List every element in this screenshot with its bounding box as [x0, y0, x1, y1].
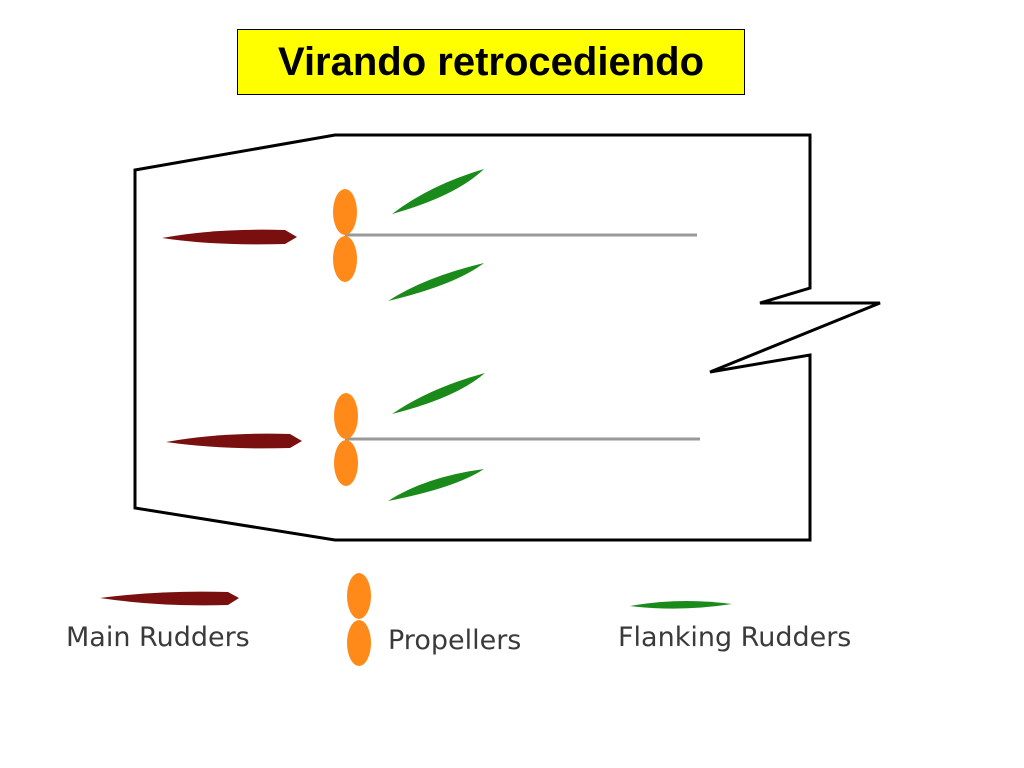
upper-main-rudder [162, 229, 297, 245]
propeller-blade [334, 440, 358, 486]
lower-propeller [334, 393, 358, 486]
legend-propellers-label: Propellers [388, 625, 522, 656]
legend-flanking-rudder-symbol [630, 600, 732, 609]
legend-propeller-symbol [347, 573, 371, 666]
flanking-rudder-lower-2 [388, 469, 484, 501]
hull-outline [133, 133, 881, 542]
propeller-blade [334, 393, 358, 439]
propeller-blade [333, 236, 357, 282]
flanking-rudder-upper-1 [392, 169, 484, 214]
legend-flanking-rudders-label: Flanking Rudders [618, 622, 852, 653]
title-box: Virando retrocediendo [237, 29, 745, 95]
lower-main-rudder [166, 433, 302, 449]
flanking-rudder-lower-1 [392, 373, 485, 414]
legend-main-rudder-symbol [100, 591, 239, 606]
legend-main-rudders-label: Main Rudders [66, 622, 250, 653]
upper-propeller [333, 189, 357, 282]
propeller-blade [347, 573, 371, 619]
flanking-rudder-upper-2 [388, 263, 484, 301]
propeller-blade [347, 620, 371, 666]
propeller-blade [333, 189, 357, 235]
title-text: Virando retrocediendo [277, 39, 704, 84]
